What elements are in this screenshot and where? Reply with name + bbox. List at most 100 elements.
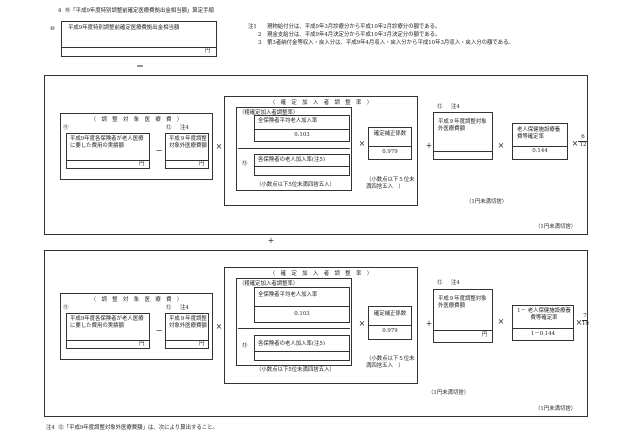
section-2-ratio-top: 1－ 老人保健施設療養費等確定率 xyxy=(517,308,571,321)
section-1-elder-cost-label: 平成9年度各保険者が老人医療に要した費用の実績額 xyxy=(70,136,144,149)
footer-circled-12: ⑫ xyxy=(58,425,64,431)
section-1-times-1: × xyxy=(215,142,223,151)
heading-circled-number: ⑩ xyxy=(64,8,71,14)
section-1-fraction-numerator: 6 xyxy=(581,134,585,140)
section-1-elder-cost-box: 平成9年度各保険者が老人医療に要した費用の実績額 円 xyxy=(66,133,150,169)
section-1-excluded-unit: 円 xyxy=(199,161,205,167)
section-2-note4a: 注4 xyxy=(180,305,189,311)
section-1-fraction-denominator: 12 xyxy=(579,142,587,148)
section-1-rounding-note-2: （小数点以下５位未満四捨五入 ） xyxy=(366,177,415,190)
section-1-correction-coef-box: 確定補正係数 0.979 xyxy=(368,127,412,160)
section-2-elder-cost-unit: 円 xyxy=(139,341,145,347)
section-2-times-2: × xyxy=(358,319,366,328)
section-1-facility-rate-box: 老人保健施設療養費等確定率 0.144 xyxy=(512,123,568,160)
section-2-plus: + xyxy=(425,319,433,328)
section-1-circled-13: ⑬ xyxy=(242,161,248,167)
section-1-national-rate-box: 全保険者平均老人加入率 0.103 xyxy=(254,115,350,142)
section-2-correction-coef-label: 確定補正係数 xyxy=(373,311,407,317)
box10-circled-number: ⑩ xyxy=(50,26,55,32)
section-1-note4a: 注4 xyxy=(180,125,189,131)
section-1-yen-round-outer: （1円未満切捨） xyxy=(535,224,577,230)
section-1-excluded-box: 平成９年度調整対象外医療費額 円 xyxy=(165,133,209,169)
section-2-each-rate-label: 各保険者の老人加入率(注5) xyxy=(258,341,325,347)
section-1-minus: − xyxy=(155,146,163,155)
equals-sign: ＝ xyxy=(136,62,144,71)
section-2-fraction: 7 10 xyxy=(582,313,589,328)
footer-note: 注4 ⑫「平成9年度調整対象外医療費額」は、次により算出すること。 xyxy=(46,425,218,432)
section-2-each-rate-box: 各保険者の老人加入率(注5) xyxy=(254,335,350,361)
section-2-rounding-note: （小数点以下5位未満四捨五入） xyxy=(256,367,335,373)
section-1-yen-round-inner: （1円未満切捨） xyxy=(466,199,508,205)
section-2-national-rate-value: 0.103 xyxy=(294,311,310,317)
section-2-circled-13: ⑬ xyxy=(242,343,248,349)
section-2-circled-12b: ⑫ xyxy=(437,280,443,286)
section-1-times-4: × xyxy=(571,139,579,148)
section-2-fraction-numerator: 7 xyxy=(583,313,587,319)
section-2-excluded-unit-2: 円 xyxy=(482,332,488,338)
section-2-excluded-box-2: 平成９年度調整対象外医療費額 円 xyxy=(433,289,493,343)
heading-title: 「平成9年度特別調整前確定医療費拠出金相当額」算定手順 xyxy=(70,8,214,14)
section-2-times-3: × xyxy=(497,317,505,326)
section-2-rough-rate-title: （粗確定加入者調整率） xyxy=(239,281,299,287)
heading-number: 4 xyxy=(58,8,62,14)
section-2-adjusted-cost-title: （ 調 整 対 象 医 療 費 ） xyxy=(90,297,183,303)
footer-note-label: 注4 xyxy=(46,425,55,431)
heading: 4 ⑩「平成9年度特別調整前確定医療費拠出金相当額」算定手順 xyxy=(58,8,214,15)
section-2-correction-coef-box: 確定補正係数 0.979 xyxy=(368,306,412,340)
section-1-correction-coef-label: 確定補正係数 xyxy=(373,131,407,137)
note-1-text: 現物給付分は、平成9年3月診療分から平成10年2月診療分の額である。 xyxy=(267,24,441,30)
section-1-outer-box xyxy=(44,75,588,235)
box10: 平成9年度特別調整前確定医療費拠出金相当額 円 xyxy=(61,21,217,57)
note-3-text: 第3者納付金等収入・戻入分は、平成9年4月収入・戻入分から平成10年3月収入・戻… xyxy=(267,40,514,46)
section-1-circled-12b: ⑫ xyxy=(437,104,443,110)
section-1-facility-rate-value: 0.144 xyxy=(532,148,548,154)
section-2-yen-round-outer: （1円未満切捨） xyxy=(535,406,577,412)
box10-label: 平成9年度特別調整前確定医療費拠出金相当額 xyxy=(68,25,180,31)
section-1-each-rate-box: 各保険者の老人加入率(注5) xyxy=(254,154,350,176)
section-1-confirmed-rate-title: （ 確 定 加 入 者 調 整 率 ） xyxy=(269,100,373,106)
section-2-ratio-bottom: 1－0.144 xyxy=(530,331,556,337)
section-2-circled-11: ⑪ xyxy=(63,305,69,311)
section-1-rough-rate-title: （粗確定加入者調整率） xyxy=(239,110,299,116)
section-2-fraction-line xyxy=(238,328,350,329)
section-1-plus: + xyxy=(425,141,433,150)
footer-note-text: 「平成9年度調整対象外医療費額」は、次により算出すること。 xyxy=(63,425,218,431)
section-2-times-1: × xyxy=(215,322,223,331)
section-2-yen-round-inner: （1円未満切捨） xyxy=(428,390,470,396)
note-2-text: 現金支給分は、平成9年4月決定分から平成10年3月決定分の額である。 xyxy=(267,32,441,38)
section-2-ratio-box: 1－ 老人保健施設療養費等確定率 1－0.144 xyxy=(512,305,574,341)
section-1-circled-12a: ⑫ xyxy=(166,125,172,131)
section-2-outer-box xyxy=(44,250,588,417)
section-2-confirmed-rate-bracket: （ 確 定 加 入 者 調 整 率 ） xyxy=(224,267,418,384)
section-1-excluded-label-2: 平成９年度調整対象外医療費額 xyxy=(438,119,487,132)
section-1-national-rate-label: 全保険者平均老人加入率 xyxy=(258,118,318,124)
section-1-note4b: 注4 xyxy=(451,104,460,110)
section-1-rounding-note: （小数点以下5位未満四捨五入） xyxy=(256,182,335,188)
note-2-label: 2 xyxy=(258,32,262,38)
section-2-minus: − xyxy=(155,326,163,335)
section-1-national-rate-value: 0.103 xyxy=(294,132,310,138)
section-1-fraction-line xyxy=(238,148,350,149)
section-2-note4b: 注4 xyxy=(451,280,460,286)
section-1-fraction: 6 12 xyxy=(578,134,588,149)
section-2-circled-12a: ⑫ xyxy=(166,305,172,311)
section-1-confirmed-rate-bracket: （ 確 定 加 入 者 調 整 率 ） xyxy=(224,96,418,206)
note-3-label: 3 xyxy=(258,40,262,46)
note-1-label: 注1 xyxy=(248,24,257,30)
section-1-excluded-box-2: 平成９年度調整対象外医療費額 xyxy=(433,112,493,160)
section-1-adjusted-cost-title: （ 調 整 対 象 医 療 費 ） xyxy=(90,117,183,123)
section-2-times-4: × xyxy=(575,318,583,327)
section-1-correction-coef-value: 0.979 xyxy=(382,149,398,155)
section-1-each-rate-label: 各保険者の老人加入率(注5) xyxy=(258,157,325,163)
section-2-rounding-note-2: （小数点以下５位未満四捨五入 ） xyxy=(366,356,415,369)
section-2-correction-coef-value: 0.979 xyxy=(382,328,398,334)
section-2-confirmed-rate-title: （ 確 定 加 入 者 調 整 率 ） xyxy=(269,271,373,277)
section-1-excluded-label: 平成９年度調整対象外医療費額 xyxy=(169,136,207,149)
section-1-times-2: × xyxy=(358,139,366,148)
section-1-circled-11: ⑪ xyxy=(63,125,69,131)
section-2-excluded-unit: 円 xyxy=(199,341,205,347)
section-2-excluded-label-2: 平成９年度調整対象外医療費額 xyxy=(438,296,487,309)
section-1-times-3: × xyxy=(497,141,505,150)
section-2-elder-cost-box: 平成9年度各保険者が老人医療に要した費用の実績額 円 xyxy=(66,313,150,349)
